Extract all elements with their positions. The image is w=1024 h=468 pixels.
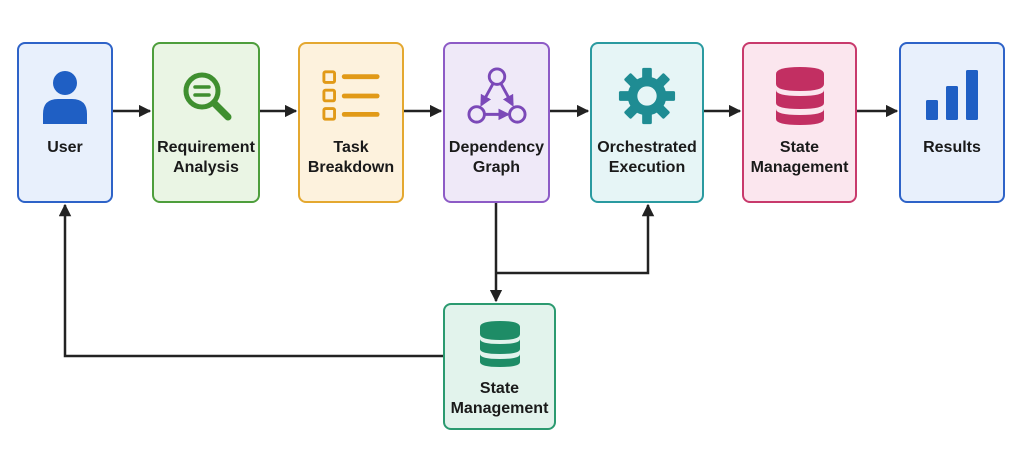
node-requirement-analysis-label: Requirement Analysis [157,139,255,176]
node-task-breakdown: Task Breakdown [298,42,404,203]
bar-chart-icon [922,64,982,128]
database-icon [470,319,530,369]
graph-icon [466,64,527,128]
node-requirement-analysis: Requirement Analysis [152,42,260,203]
node-dependency-graph: Dependency Graph [443,42,550,203]
node-results: Results [899,42,1005,203]
magnifier-icon [176,64,236,128]
person-icon [35,64,95,128]
node-orchestrated-execution: Orchestrated Execution [590,42,704,203]
node-state-management-bottom: State Management [443,303,556,430]
node-dependency-graph-label: Dependency Graph [448,139,545,176]
checklist-icon [321,64,381,128]
edge-dependency-orchestrated-loop [496,203,655,275]
node-task-breakdown-label: Task Breakdown [307,139,395,176]
node-state-management: State Management [742,42,857,203]
node-results-label: Results [923,139,981,156]
node-user: User [17,42,113,203]
edge-state-bottom-user [58,203,443,358]
node-orchestrated-execution-label: Orchestrated Execution [597,139,697,176]
gear-icon [617,64,677,128]
node-user-label: User [47,139,83,156]
database-icon [770,64,830,128]
node-state-management-bottom-label: State Management [450,380,549,417]
node-state-management-label: State Management [750,139,849,176]
